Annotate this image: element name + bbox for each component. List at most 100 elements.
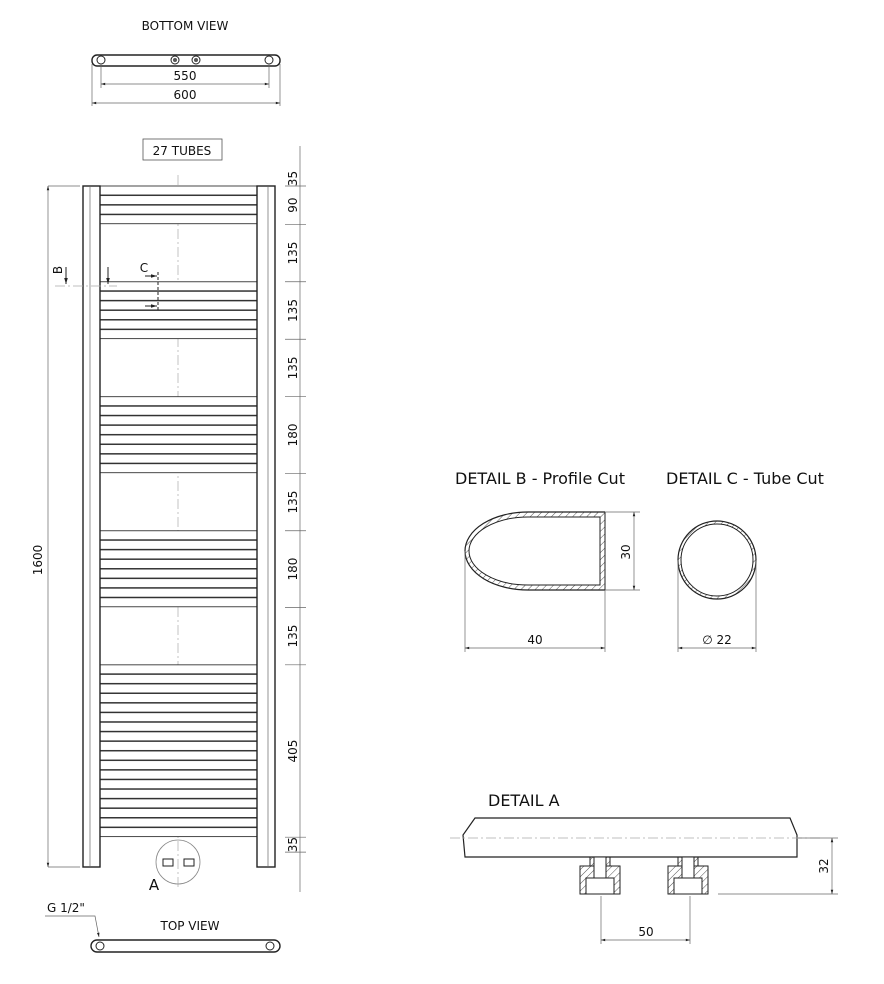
detail-b: DETAIL B - Profile Cut 30 40 [455, 469, 640, 652]
tube [99, 329, 258, 340]
tube [99, 750, 258, 761]
tube [99, 300, 258, 311]
detail-a-spacing: 50 [638, 925, 653, 939]
tube [99, 539, 258, 550]
tube [99, 731, 258, 742]
detail-b-height: 30 [619, 544, 633, 559]
tube [99, 817, 258, 828]
tube [99, 779, 258, 790]
tube [99, 808, 258, 818]
tube [99, 281, 258, 292]
tube [99, 740, 258, 751]
tube [99, 453, 258, 464]
tube [99, 290, 258, 301]
tube [99, 195, 258, 206]
tube [99, 214, 258, 225]
fitting-left [579, 856, 621, 895]
connection-leader [45, 915, 100, 938]
left-collector [82, 185, 101, 868]
connection-label: G 1/2" [47, 901, 85, 915]
tube [99, 434, 258, 445]
fitting-icon [170, 55, 180, 65]
right-dimensions: 35 90 135 135 135 180 135 180 135 405 35 [285, 171, 306, 853]
tube [99, 769, 258, 780]
tube [99, 587, 258, 598]
mount-hole-icon [95, 941, 105, 951]
right-dimension-label: 135 [286, 491, 300, 514]
collector-bar [462, 817, 798, 858]
tube [99, 673, 258, 684]
tube [99, 664, 258, 675]
tube [99, 319, 258, 330]
bottom-view-title: BOTTOM VIEW [142, 19, 229, 33]
bottom-view: BOTTOM VIEW 550 600 [91, 19, 281, 106]
right-dimension-label: 135 [286, 299, 300, 322]
right-dimension-label: 405 [286, 740, 300, 763]
detail-a-title: DETAIL A [488, 791, 560, 810]
detail-a-marker: A [149, 876, 160, 894]
tube [99, 578, 258, 589]
section-c-label: C [140, 261, 148, 275]
tube [99, 798, 258, 809]
tube [99, 693, 258, 703]
right-dimension-label: 135 [286, 625, 300, 648]
bottom-view-bar [91, 54, 281, 67]
fitting-icon [191, 55, 201, 65]
tube [99, 827, 258, 838]
top-view: G 1/2" TOP VIEW [45, 901, 281, 953]
top-view-title: TOP VIEW [159, 919, 219, 933]
detail-b-width: 40 [527, 633, 542, 647]
tube-inner [680, 523, 754, 597]
tube [99, 721, 258, 732]
tube [99, 559, 258, 569]
profile-inner [468, 516, 601, 586]
fitting-right [667, 856, 709, 895]
tube [99, 530, 258, 541]
tube [99, 788, 258, 799]
tube-group [99, 185, 258, 838]
right-dimension-label: 135 [286, 357, 300, 380]
detail-b-title: DETAIL B - Profile Cut [455, 469, 625, 488]
section-b-label: B [51, 266, 65, 274]
detail-a-height: 32 [817, 858, 831, 873]
right-dimension-label: 135 [286, 242, 300, 265]
tube [99, 597, 258, 608]
tube [99, 204, 258, 215]
right-dimension-label: 180 [286, 558, 300, 581]
top-view-bar [90, 939, 281, 953]
tube [99, 683, 258, 694]
fitting-icon [173, 58, 177, 62]
detail-a-circle [155, 839, 201, 885]
tube [99, 424, 258, 435]
tube [99, 405, 258, 416]
dim-550-label: 550 [174, 69, 197, 83]
tube [99, 712, 258, 723]
right-collector [256, 185, 276, 868]
tube [99, 444, 258, 454]
right-dimension-label: 35 [286, 837, 300, 852]
right-dimension-label: 35 [286, 171, 300, 186]
tube-count-label: 27 TUBES [153, 144, 212, 158]
front-view: 27 TUBES 1600 B C A 35 90 135 135 135 180 135 1… [31, 138, 306, 894]
tube [99, 310, 258, 320]
dim-600-label: 600 [174, 88, 197, 102]
detail-c: DETAIL C - Tube Cut ∅ 22 [666, 469, 824, 652]
tube [99, 463, 258, 474]
tube [99, 396, 258, 407]
tube [99, 568, 258, 579]
tube [99, 415, 258, 426]
right-dimension-label: 180 [286, 424, 300, 447]
tube [99, 702, 258, 713]
tube [99, 760, 258, 771]
fitting-icon [162, 858, 174, 867]
detail-c-diameter: ∅ 22 [702, 633, 732, 647]
tube-count-box [142, 138, 223, 161]
detail-c-title: DETAIL C - Tube Cut [666, 469, 824, 488]
tube [99, 549, 258, 560]
fitting-icon [194, 58, 198, 62]
mount-hole-icon [265, 941, 275, 951]
height-label: 1600 [31, 545, 45, 576]
right-dimension-label: 90 [286, 198, 300, 213]
tube [99, 185, 258, 196]
